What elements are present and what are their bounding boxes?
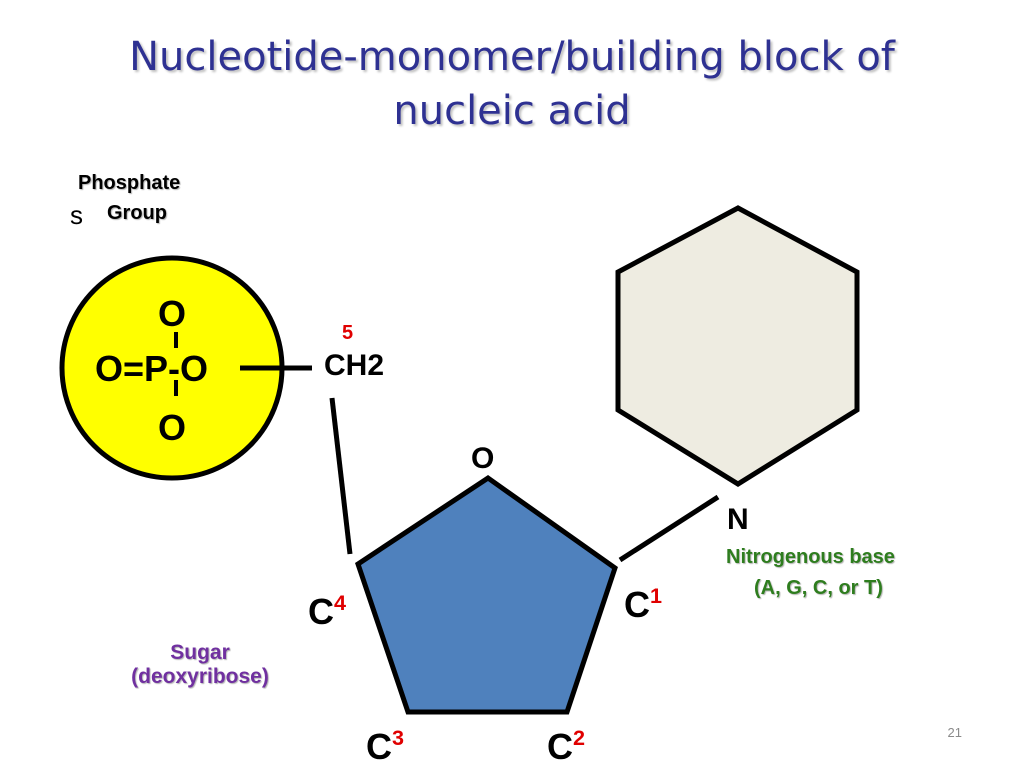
c4-number: 4 <box>334 590 347 615</box>
carbon-1-label: C1 <box>624 578 662 623</box>
c1-n-bond <box>618 494 720 563</box>
base-label-line-1: Nitrogenous base <box>726 546 895 568</box>
c1-letter: C <box>624 584 650 625</box>
carbon-2-label: C2 <box>547 720 585 765</box>
slide-number: 21 <box>947 725 962 740</box>
ring-oxygen-label: O <box>471 442 495 475</box>
phosphate-top-oxygen: O <box>158 293 187 334</box>
c2-letter: C <box>547 726 573 767</box>
slide-title: Nucleotide-monomer/building block of nuc… <box>0 30 1024 138</box>
c4-letter: C <box>308 591 334 632</box>
sugar-label: Sugar (deoxyribose) <box>110 641 290 689</box>
ch2-label: CH2 <box>324 349 385 382</box>
sugar-pentagon <box>355 474 618 715</box>
c3-letter: C <box>366 726 392 767</box>
base-hexagon <box>615 205 860 487</box>
ch2-c4-bond <box>329 397 353 555</box>
title-line-1: Nucleotide-monomer/building block of <box>129 34 895 80</box>
base-label-line-2: (A, G, C, or T) <box>754 577 883 599</box>
stray-s-text: s <box>70 200 83 230</box>
c2-number: 2 <box>573 725 586 750</box>
c1-number: 1 <box>650 583 663 608</box>
phosphate-bottom-oxygen: O <box>158 407 187 448</box>
sugar-label-line-1: Sugar <box>170 641 230 664</box>
phosphate-formula: O=P-O <box>95 348 209 389</box>
title-line-2: nucleic acid <box>393 88 631 134</box>
phosphate-label-line-1: Phosphate <box>78 172 181 194</box>
carbon-3-label: C3 <box>366 720 404 765</box>
phosphate-label-line-2: Group <box>107 202 167 224</box>
c3-number: 3 <box>392 725 405 750</box>
nitrogen-label: N <box>727 503 749 536</box>
carbon-5-number: 5 <box>342 322 354 344</box>
carbon-4-label: C4 <box>308 585 346 630</box>
sugar-label-line-2: (deoxyribose) <box>131 665 269 688</box>
